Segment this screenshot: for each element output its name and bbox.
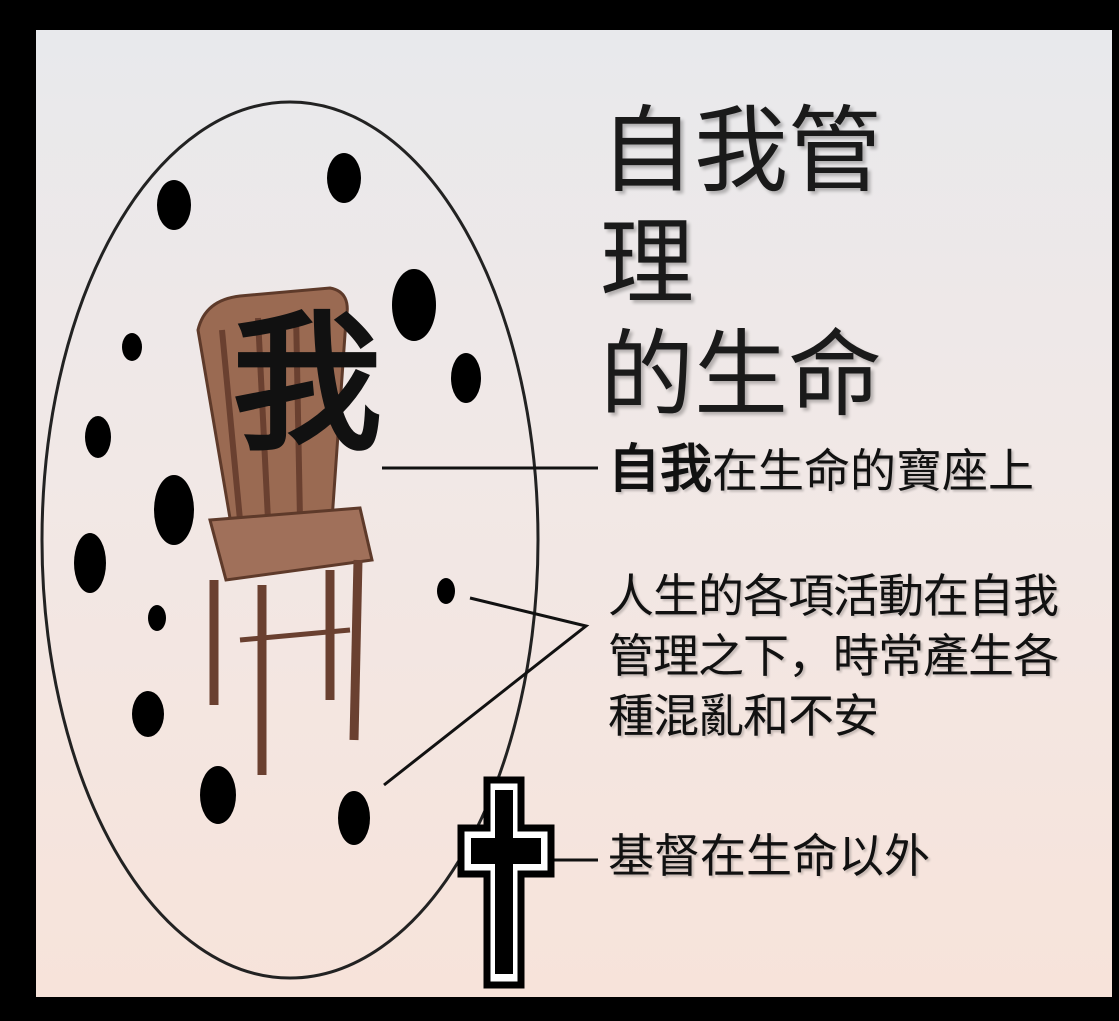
cross-icon [457,776,555,989]
life-circle [40,100,540,980]
activity-dot [451,353,481,403]
activity-dot [392,269,436,341]
frame-border-top [0,0,1119,30]
activity-dot [148,605,166,631]
title-line-1: 自我管理 [600,97,883,318]
activity-dot [338,791,370,845]
activity-dot [132,691,164,737]
label-self-strong: 自我 [608,440,713,500]
activity-dot [157,180,191,230]
chair-icon [196,286,374,775]
activity-dot [85,416,111,458]
activity-dot [437,578,455,604]
activity-dot [122,333,142,361]
activity-dots [74,153,481,845]
diagram-panel [36,30,1112,997]
activity-dot [327,153,361,203]
label-throne-rest: 在生命的寶座上 [712,444,1035,498]
diagram-title: 自我管理 的生命 [600,96,920,432]
label-activities: 人生的各項活動在自我管理之下，時常產生各種混亂和不安 [608,569,1059,743]
frame-border-bottom [0,997,1119,1021]
label-self-on-throne: 自我在生命的寶座上 [608,442,1034,499]
frame-border-left [0,0,36,1021]
activity-dot [200,766,236,824]
title-line-2: 的生命 [600,321,883,430]
self-character: 我 [232,298,383,472]
activity-dot [154,475,194,545]
activity-dot [74,533,106,593]
frame-border-right [1112,0,1119,1021]
label-christ-outside: 基督在生命以外 [608,829,930,883]
activities-pointer-line [383,596,590,787]
